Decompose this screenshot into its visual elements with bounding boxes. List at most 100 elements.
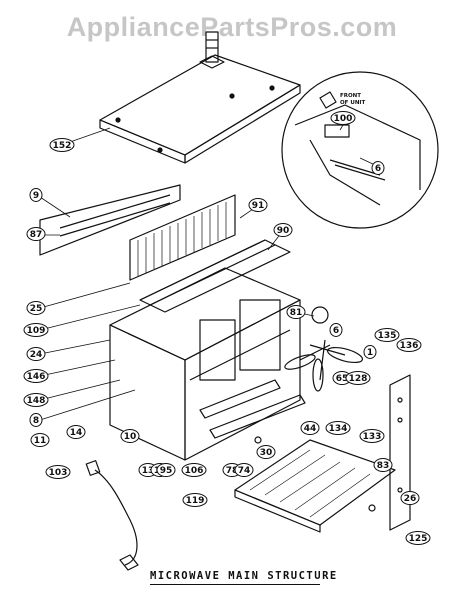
callout-103: 103 — [45, 465, 71, 479]
callout-119: 119 — [182, 493, 208, 507]
bottom-rail — [199, 379, 306, 439]
callout-44: 44 — [300, 421, 320, 435]
callout-label: 134 — [329, 424, 348, 434]
fan-assembly — [284, 306, 364, 392]
callout-label: 125 — [409, 534, 428, 544]
callout-bubble — [182, 493, 208, 507]
callout-bubble — [374, 328, 400, 342]
detail-inset — [281, 71, 439, 229]
main-chassis — [109, 239, 301, 461]
callout-label: 148 — [27, 396, 46, 406]
callout-bubble — [23, 393, 49, 407]
callout-81: 81 — [286, 305, 306, 319]
callout-label: 100 — [334, 114, 353, 124]
inset-note-line-2: OF UNIT — [340, 100, 365, 106]
callout-label: 24 — [30, 350, 43, 360]
watermark-text: AppliancePartsPros.com — [66, 12, 398, 42]
callout-label: 135 — [378, 331, 397, 341]
callout-146: 146 — [23, 369, 49, 383]
screw — [368, 504, 376, 512]
vent-grille — [129, 194, 236, 281]
callout-26: 26 — [400, 491, 420, 505]
inset-note-line-1: FRONT — [340, 93, 361, 99]
callout-label: 44 — [304, 424, 317, 434]
callout-bubble — [300, 421, 320, 435]
callout-95: 95 — [156, 463, 176, 477]
callout-label: 119 — [186, 496, 205, 506]
callout-bubble — [66, 425, 86, 439]
callout-bubble — [329, 323, 343, 337]
callout-83: 83 — [373, 458, 393, 472]
callout-label: 95 — [160, 466, 173, 476]
callout-bubble — [405, 531, 431, 545]
callout-label: 6 — [333, 326, 339, 336]
callout-label: 103 — [49, 468, 68, 478]
callout-136: 136 — [396, 338, 422, 352]
callout-bubble — [273, 223, 293, 237]
callout-bubble — [345, 371, 371, 385]
callout-91: 91 — [248, 198, 268, 212]
callout-label: 74 — [238, 466, 251, 476]
callout-bubble — [234, 463, 254, 477]
power-cord — [85, 460, 139, 571]
top-cover-panel — [99, 31, 301, 164]
callout-bubble — [29, 413, 43, 427]
callout-6: 6 — [371, 161, 385, 175]
callout-24: 24 — [26, 347, 46, 361]
callout-bubble — [181, 463, 207, 477]
callout-133: 133 — [359, 429, 385, 443]
callout-bubble — [26, 301, 46, 315]
callout-bubble — [256, 445, 276, 459]
callout-bubble — [330, 111, 356, 125]
callout-label: 6 — [375, 164, 381, 174]
callout-bubble — [29, 188, 43, 202]
callout-label: 30 — [260, 448, 273, 458]
callout-bubble — [23, 369, 49, 383]
callout-label: 65 — [336, 374, 349, 384]
callout-bubble — [156, 463, 176, 477]
callout-bubble — [23, 323, 49, 337]
callout-label: 90 — [277, 226, 290, 236]
callout-label: 109 — [27, 326, 46, 336]
inset-note: FRONT OF UNIT — [340, 93, 365, 106]
callout-label: 13 — [142, 466, 155, 476]
callout-label: 25 — [30, 304, 43, 314]
callout-148: 148 — [23, 393, 49, 407]
callout-25: 25 — [26, 301, 46, 315]
callout-14: 14 — [66, 425, 86, 439]
callout-135: 135 — [374, 328, 400, 342]
callout-bubble — [30, 433, 50, 447]
callout-128: 128 — [345, 371, 371, 385]
callout-bubble — [363, 345, 377, 359]
callout-bubble — [45, 465, 71, 479]
callout-bubble — [359, 429, 385, 443]
callout-bubble — [400, 491, 420, 505]
base-plate — [234, 439, 396, 533]
callout-bubble — [286, 305, 306, 319]
callout-90: 90 — [273, 223, 293, 237]
callout-bubble — [373, 458, 393, 472]
callout-1: 1 — [363, 345, 377, 359]
callout-87: 87 — [26, 227, 46, 241]
callout-106: 106 — [181, 463, 207, 477]
front-grille-strip — [39, 184, 181, 256]
callout-6: 6 — [329, 323, 343, 337]
callout-9: 9 — [29, 188, 43, 202]
callout-label: 78 — [226, 466, 239, 476]
diagram-caption: MICROWAVE MAIN STRUCTURE — [150, 570, 338, 582]
callout-30: 30 — [256, 445, 276, 459]
callout-label: 8 — [33, 416, 39, 426]
callout-label: 128 — [349, 374, 368, 384]
callout-label: 1 — [367, 348, 373, 358]
callout-bubble — [371, 161, 385, 175]
callout-label: 26 — [404, 494, 417, 504]
callout-label: 136 — [400, 341, 419, 351]
callout-label: 152 — [53, 141, 72, 151]
callout-label: 11 — [34, 436, 47, 446]
callout-label: 133 — [363, 432, 382, 442]
callout-bubble — [248, 198, 268, 212]
callout-152: 152 — [49, 138, 75, 152]
